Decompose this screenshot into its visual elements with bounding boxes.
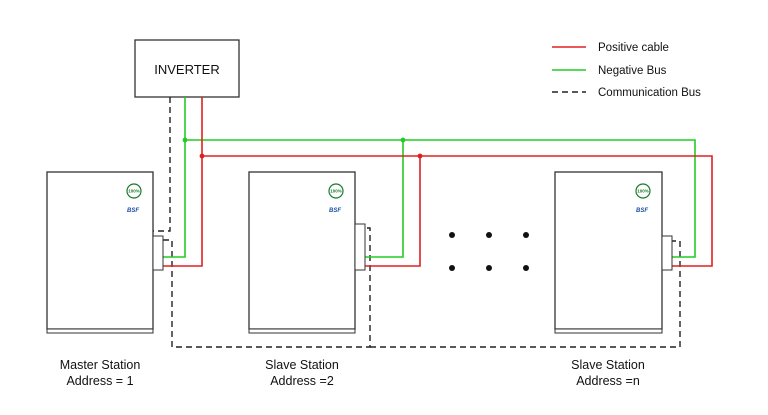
- negative-trunk: [185, 139, 696, 258]
- positive-trunk: [202, 155, 713, 267]
- station-slave-n: 100% BSF: [554, 171, 673, 334]
- legend-label-negative: Negative Bus: [598, 65, 667, 77]
- ellipsis-more-stations: [449, 232, 529, 271]
- soc-badge-icon: [635, 183, 651, 199]
- positive-drop-slave2: [355, 156, 421, 267]
- station-address-master: Address = 1: [66, 374, 133, 388]
- comm-slave2-to-slaven: [370, 240, 681, 348]
- brand-logo: BSF: [127, 208, 139, 214]
- brand-logo: BSF: [329, 208, 341, 214]
- inverter-box: [134, 39, 240, 98]
- soc-badge-text: 100%: [128, 189, 140, 194]
- inverter: INVERTER: [134, 39, 240, 98]
- legend-item-positive: Positive cable: [552, 42, 669, 54]
- cabinet-port-panel: [354, 223, 366, 271]
- cabinet-port-panel: [661, 235, 673, 271]
- legend: Positive cable Negative Bus Communicatio…: [552, 42, 701, 99]
- ellipsis-dot: [449, 265, 455, 271]
- positive-junction-slave2: [417, 153, 423, 159]
- negative-bus: [153, 97, 696, 258]
- negative-junction-slave2: [400, 137, 406, 143]
- legend-item-communication: Communication Bus: [552, 87, 701, 99]
- soc-badge-icon: [126, 183, 142, 199]
- ellipsis-dot: [523, 232, 529, 238]
- cabinet-base: [248, 328, 356, 334]
- station-name-slave-2: Slave Station: [265, 358, 339, 372]
- comm-master-to-slave2: [153, 227, 371, 348]
- soc-badge-text: 100%: [637, 189, 649, 194]
- legend-item-negative: Negative Bus: [552, 65, 667, 77]
- ellipsis-dot: [523, 265, 529, 271]
- station-address-slave-2: Address =2: [270, 374, 334, 388]
- cabinet-base: [554, 328, 663, 334]
- station-name-master: Master Station: [60, 358, 141, 372]
- negative-junction-inverter: [182, 137, 188, 143]
- comm-inverter-to-master: [153, 97, 171, 232]
- cabinet-port-panel: [152, 235, 164, 271]
- negative-drop-slave2: [355, 140, 404, 258]
- negative-inverter-to-master: [153, 97, 186, 258]
- soc-badge-icon: [328, 183, 344, 199]
- ellipsis-dot: [486, 265, 492, 271]
- soc-badge-text: 100%: [330, 189, 342, 194]
- station-captions: Master Station Address = 1 Slave Station…: [60, 358, 645, 388]
- legend-label-positive: Positive cable: [598, 42, 669, 54]
- ellipsis-dot: [449, 232, 455, 238]
- positive-junction-inverter: [199, 153, 205, 159]
- inverter-label: INVERTER: [154, 62, 220, 77]
- legend-label-communication: Communication Bus: [598, 87, 701, 99]
- station-name-slave-n: Slave Station: [571, 358, 645, 372]
- positive-inverter-to-master: [153, 97, 203, 267]
- brand-logo: BSF: [636, 208, 648, 214]
- station-master: 100% BSF: [46, 171, 164, 334]
- positive-cable: [153, 97, 713, 267]
- station-slave-2: 100% BSF: [248, 171, 366, 334]
- ellipsis-dot: [486, 232, 492, 238]
- cabinet-base: [46, 328, 154, 334]
- station-address-slave-n: Address =n: [576, 374, 640, 388]
